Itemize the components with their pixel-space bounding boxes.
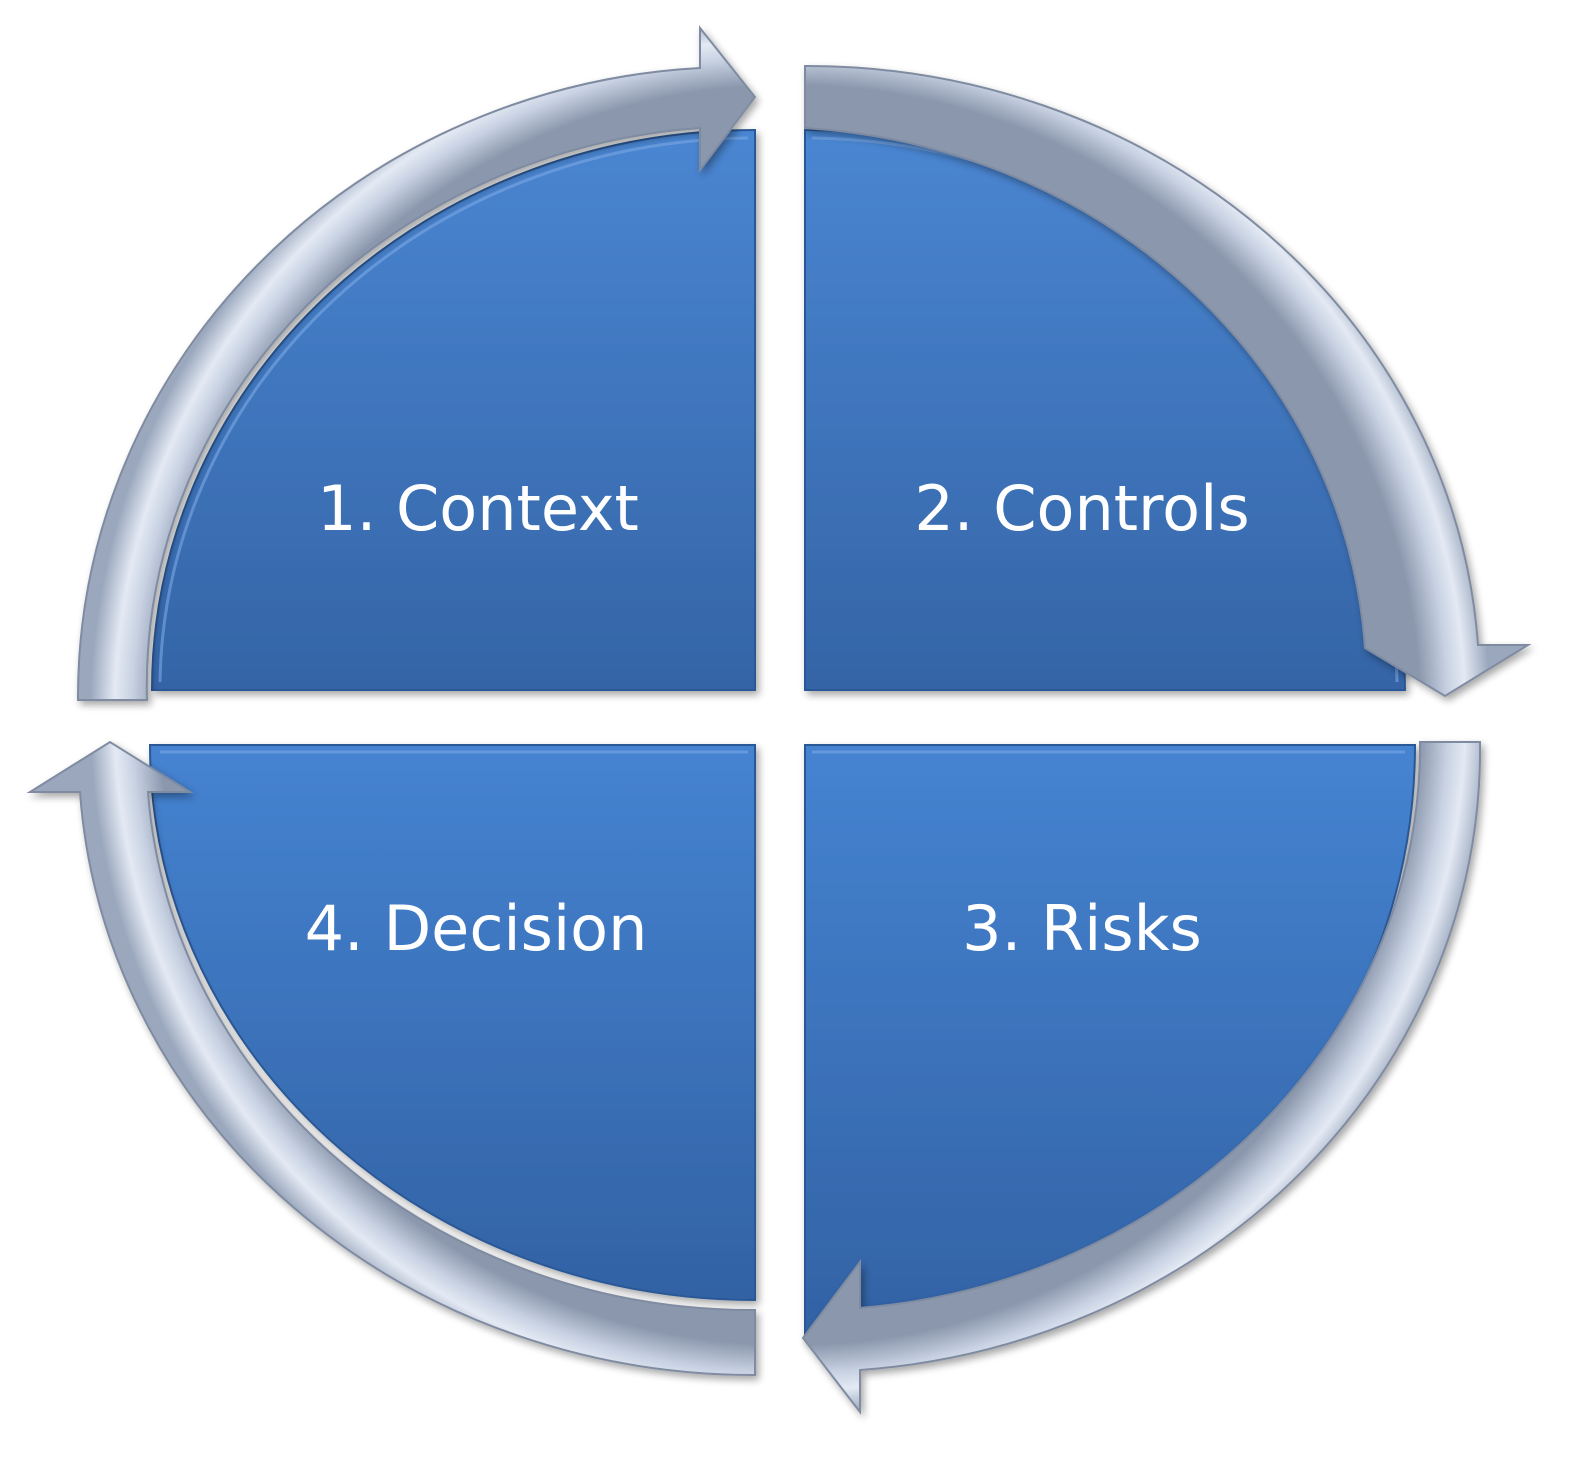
quadrant-label-risks: 3. Risks xyxy=(962,892,1202,965)
arrow-context-to-controls xyxy=(76,25,757,701)
quadrant-labels: 1. Context 2. Controls 3. Risks 4. Decis… xyxy=(305,472,1250,965)
quadrant-context-shape xyxy=(150,128,756,691)
arrow-risks-to-decision xyxy=(801,741,1482,1415)
quadrant-decision-shape xyxy=(148,744,756,1302)
quadrant-shapes xyxy=(148,128,1417,1340)
quadrant-label-decision: 4. Decision xyxy=(305,892,648,965)
quadrant-label-context: 1. Context xyxy=(317,472,639,545)
quadrant-label-controls: 2. Controls xyxy=(914,472,1249,545)
arrow-controls-to-risks xyxy=(804,64,1532,698)
arrow-decision-to-context xyxy=(26,740,756,1377)
cycle-arrows xyxy=(26,25,1532,1415)
